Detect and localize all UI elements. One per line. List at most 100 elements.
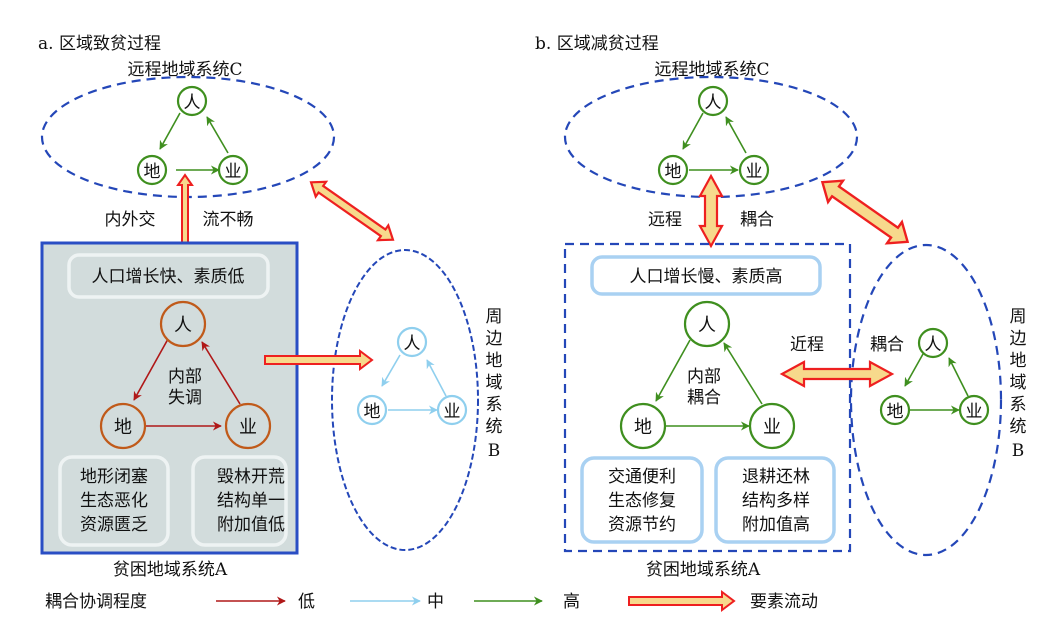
node-land [99,402,147,450]
arrow-person-to-land [682,112,704,150]
inner-label-2: 失调 [168,388,202,408]
panel-b-neighbor-label: 周 边 地 域 系 统 B [1010,307,1027,461]
neighbor-label-char: 系 [486,395,503,415]
arrow-industry-to-person [723,342,763,405]
arrow-industry-to-person [206,116,229,154]
industry-box-line-1: 退耕还林 [742,467,810,487]
neighbor-label-char: B [1012,441,1025,461]
neighbor-label-char: 周 [1010,307,1027,327]
node-person-label: 人 [174,315,192,336]
land-conditions-box [58,455,170,547]
arrow-industry-to-person [426,359,447,397]
node-industry-label: 业 [746,162,763,182]
node-industry-label: 业 [225,162,242,182]
land-conditions-box [580,456,704,544]
triad-system-a: 人 地 业 内部 耦合 [619,300,796,450]
node-industry-label: 业 [763,417,781,438]
node-industry-label: 业 [966,402,983,422]
neighbor-label-char: B [488,441,501,461]
panel-b-title: b. 区域减贫过程 [535,34,659,54]
node-person [176,85,208,117]
triad-remote-c: 人 地 业 [657,85,770,186]
panel-a: a. 区域致贫过程 远程地域系统C 人 地 业 内外交 流不畅 人口增长快、素质… [38,34,503,580]
node-person [159,300,207,348]
population-box-text: 人口增长快、素质低 [92,267,245,287]
node-industry [217,154,249,186]
node-person [697,85,729,117]
population-box [590,255,822,296]
flow-arrow-a-to-c [176,173,194,244]
arrow-person-to-land [904,353,924,387]
neighbor-label-char: 统 [1010,417,1027,437]
land-box-line-2: 生态修复 [608,491,676,511]
node-person [683,300,731,348]
inner-label-1: 内部 [687,367,721,387]
neighbor-label-char: 系 [1010,395,1027,415]
panel-a-remote-label: 远程地域系统C [127,60,242,80]
industry-box-line-3: 附加值高 [742,515,810,535]
near-coupling-label-2: 耦合 [870,335,904,355]
arrow-industry-to-person [725,116,747,154]
panel-a-neighbor-label: 周 边 地 域 系 统 B [486,307,503,461]
flow-arrow-a-to-b [264,349,374,371]
industry-box-line-2: 结构单一 [217,491,285,511]
node-person-label: 人 [705,93,722,113]
node-industry [224,402,272,450]
inner-label-1: 内部 [168,367,202,387]
node-person-label: 人 [404,334,421,354]
node-person [396,326,428,358]
node-industry-label: 业 [239,417,257,438]
flow-arrow-a-b-near-coupling [779,360,895,388]
poverty-system-a-panel [563,242,852,553]
arrow-person-to-land [133,338,169,401]
panel-b: b. 区域减贫过程 远程地域系统C 人 地 业 远程 耦合 人口增长慢、素质高 [535,34,1027,580]
node-industry [738,154,770,186]
land-box-line-3: 资源节约 [608,515,676,535]
population-box [67,253,270,299]
legend-mid-label: 中 [427,592,444,612]
node-land [356,394,388,426]
land-box-line-3: 资源匮乏 [80,515,148,535]
neighbor-label-char: 地 [486,351,503,371]
land-box-line-1: 交通便利 [608,467,676,487]
neighbor-system-b-ellipse [849,243,1003,557]
neighbor-label-char: 域 [1010,373,1027,393]
neighbor-label-char: 边 [1010,329,1027,349]
triad-neighbor-b: 人 地 业 [879,327,990,426]
industry-conditions-box [714,456,836,544]
neighbor-label-char: 边 [486,329,503,349]
node-industry [748,402,796,450]
node-land-label: 地 [634,417,652,438]
flow-label-right: 耦合 [740,210,774,230]
neighbor-system-b-ellipse [331,249,479,551]
node-person-label: 人 [184,93,201,113]
legend-flow-arrow [628,590,736,612]
legend-low-label: 低 [298,592,315,612]
neighbor-label-char: 周 [486,307,503,327]
industry-conditions-box [191,455,288,547]
node-land-label: 地 [665,162,682,182]
node-person-label: 人 [698,315,716,336]
legend-high-label: 高 [563,592,580,612]
land-box-line-2: 生态恶化 [80,491,148,511]
node-land [136,154,168,186]
triad-remote-c: 人 地 业 [136,85,249,186]
legend-flow-label: 要素流动 [750,592,818,612]
node-person [917,327,949,359]
land-box-line-1: 地形闭塞 [80,467,148,487]
near-coupling-label: 近程 [790,335,824,355]
node-industry [958,394,990,426]
inner-label-2: 耦合 [687,388,721,408]
neighbor-label-char: 统 [486,417,503,437]
panel-b-system-label: 贫困地域系统A [646,560,761,580]
neighbor-label-char: 地 [1010,351,1027,371]
legend-title: 耦合协调程度 [45,592,147,612]
industry-box-line-3: 附加值低 [217,515,285,535]
node-land [619,402,667,450]
node-land-label: 地 [887,402,904,422]
flow-arrow-a-c-coupling [698,173,724,249]
industry-box-line-2: 结构多样 [742,491,810,511]
triad-system-a: 人 地 业 内部 失调 [99,300,272,450]
arrow-person-to-land [655,339,691,402]
